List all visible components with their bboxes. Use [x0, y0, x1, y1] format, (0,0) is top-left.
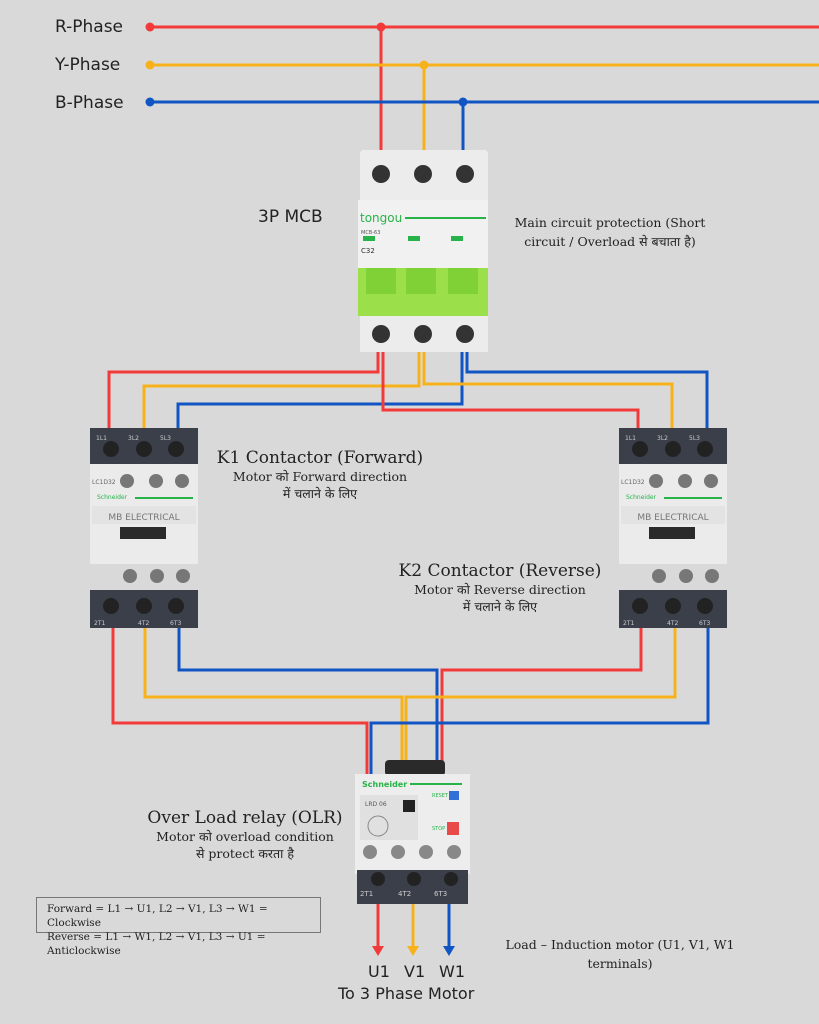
k2-contactor-device: Schneider LC1D32 MB ELECTRICAL 1L1 3L2 5… — [619, 428, 727, 628]
reset-button — [449, 791, 459, 800]
k1-label-group: K1 Contactor (Forward) Motor को Forward … — [205, 448, 435, 502]
svg-text:1L1: 1L1 — [96, 435, 107, 442]
stop-button — [447, 822, 459, 835]
r-wire-k1 — [107, 350, 380, 428]
svg-text:2T1: 2T1 — [623, 620, 634, 627]
k2-desc-line1: Motor को Reverse direction — [414, 582, 586, 597]
k2-title: K2 Contactor (Reverse) — [398, 561, 602, 581]
olr-label-group: Over Load relay (OLR) Motor को overload … — [130, 808, 360, 862]
terminal-u1: U1 — [368, 962, 390, 981]
v1-arrow — [407, 946, 419, 956]
r-phase-label: R-Phase — [55, 17, 124, 37]
y-phase-label: Y-Phase — [55, 55, 121, 75]
legend-forward: Forward = L1 → U1, L2 → V1, L3 → W1 = Cl… — [47, 903, 268, 929]
k2-y-out — [404, 628, 677, 775]
y-wire-k1 — [142, 350, 421, 428]
k2-r-out — [440, 628, 643, 775]
olr-desc-line1: Motor को overload condition — [156, 829, 334, 844]
olr-device: Schneider LRD 06 RESET STOP 2T1 4T2 6T3 — [355, 760, 470, 904]
k1-y-out — [143, 628, 404, 775]
svg-text:2T1: 2T1 — [94, 620, 105, 627]
k1-b-out — [177, 628, 439, 775]
k2-label-group: K2 Contactor (Reverse) Motor को Reverse … — [385, 561, 615, 615]
terminal-w1: W1 — [439, 962, 465, 981]
svg-text:MB ELECTRICAL: MB ELECTRICAL — [108, 513, 179, 523]
k1-brand-logo: Schneider — [97, 494, 128, 501]
r-phase-bus — [150, 25, 819, 150]
svg-text:RESET: RESET — [432, 793, 449, 799]
svg-text:6T3: 6T3 — [434, 890, 447, 898]
mcb-title: 3P MCB — [258, 207, 323, 227]
terminal-v1: V1 — [404, 962, 426, 981]
b-wire-k1 — [176, 350, 464, 428]
k1-desc-line1: Motor को Forward direction — [232, 469, 408, 484]
k2-brand-logo: Schneider — [626, 494, 657, 501]
k2-desc-line2: में चलाने के लिए — [462, 599, 538, 614]
mcb-description: Main circuit protection (Short circuit /… — [500, 213, 720, 251]
mcb-brand-logo: tongou — [360, 211, 402, 225]
k1-contactor-device: Schneider LC1D32 MB ELECTRICAL 1L1 3L2 5… — [90, 428, 198, 628]
w1-arrow — [443, 946, 455, 956]
mcb-desc-line: Main circuit protection (Short — [514, 215, 706, 230]
b-phase-label: B-Phase — [55, 93, 124, 113]
svg-text:MB ELECTRICAL: MB ELECTRICAL — [637, 513, 708, 523]
k1-title: K1 Contactor (Forward) — [216, 448, 424, 468]
legend-reverse: Reverse = L1 → W1, L2 → V1, L3 → U1 = An… — [47, 931, 266, 957]
u1-arrow — [372, 946, 384, 956]
svg-text:STOP: STOP — [432, 826, 445, 832]
svg-text:4T2: 4T2 — [138, 620, 149, 627]
olr-title: Over Load relay (OLR) — [147, 808, 343, 828]
svg-text:1L1: 1L1 — [625, 435, 636, 442]
k2-b-out — [369, 628, 710, 775]
svg-text:C32: C32 — [361, 247, 375, 255]
svg-text:4T2: 4T2 — [667, 620, 678, 627]
b-phase-bus — [150, 100, 819, 150]
svg-text:6T3: 6T3 — [699, 620, 710, 627]
svg-text:LRD 06: LRD 06 — [365, 801, 387, 808]
svg-text:LC1D32: LC1D32 — [621, 479, 645, 486]
mcb-device: tongou MCB-63 C32 — [358, 150, 488, 352]
b-wire-k2 — [465, 350, 709, 428]
y-phase-bus — [150, 63, 819, 150]
svg-text:5L3: 5L3 — [160, 435, 171, 442]
svg-text:6T3: 6T3 — [170, 620, 181, 627]
olr-brand-logo: Schneider — [362, 780, 407, 789]
y-wire-k2 — [422, 350, 674, 428]
load-line: terminals) — [587, 956, 653, 971]
direction-legend: Forward = L1 → U1, L2 → V1, L3 → W1 = Cl… — [36, 897, 321, 957]
svg-text:2T1: 2T1 — [360, 890, 373, 898]
motor-caption: To 3 Phase Motor — [338, 984, 475, 1003]
r-wire-k2 — [381, 350, 640, 428]
load-description: Load – Induction motor (U1, V1, W1 termi… — [495, 935, 745, 973]
svg-text:MCB-63: MCB-63 — [361, 230, 380, 236]
load-line: Load – Induction motor (U1, V1, W1 — [505, 937, 735, 952]
svg-text:4T2: 4T2 — [398, 890, 411, 898]
svg-text:LC1D32: LC1D32 — [92, 479, 116, 486]
k1-desc-line2: में चलाने के लिए — [282, 486, 358, 501]
mcb-desc-line: circuit / Overload से बचाता है) — [524, 234, 696, 249]
svg-text:3L2: 3L2 — [128, 435, 139, 442]
k1-r-out — [111, 628, 369, 775]
olr-desc-line2: से protect करता है — [195, 846, 295, 861]
svg-text:3L2: 3L2 — [657, 435, 668, 442]
svg-text:5L3: 5L3 — [689, 435, 700, 442]
